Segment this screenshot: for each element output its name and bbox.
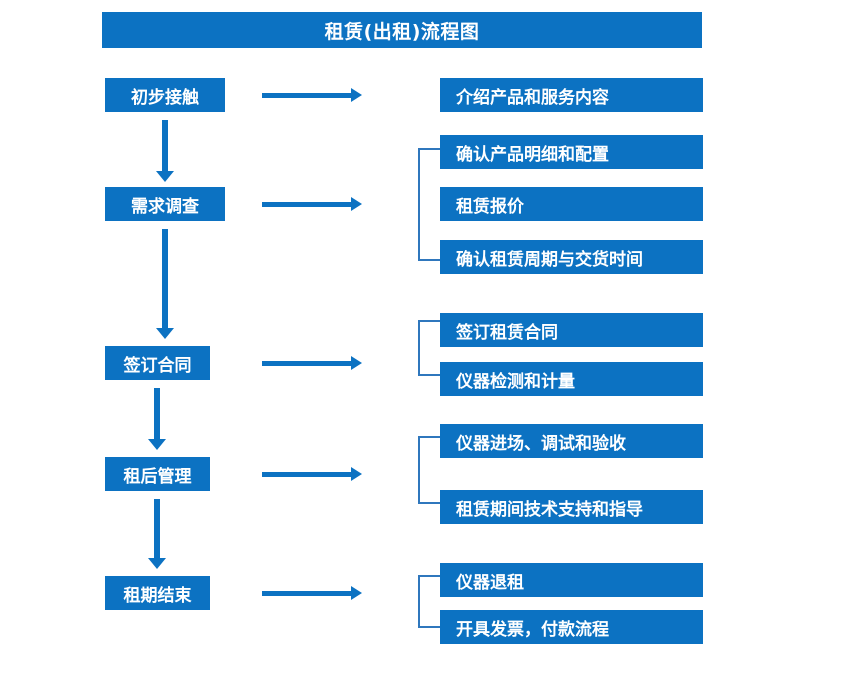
detail-box-8[interactable]: 租赁期间技术支持和指导 (440, 490, 703, 524)
flow-arrow-down-4 (148, 499, 166, 569)
detail-box-3[interactable]: 租赁报价 (440, 187, 703, 221)
detail-box-10[interactable]: 开具发票，付款流程 (440, 610, 703, 644)
flow-arrow-down-3 (148, 388, 166, 450)
flow-arrow-right-3 (262, 356, 362, 370)
bracket-connector-group-3 (418, 320, 440, 376)
stage-box-5[interactable]: 租期结束 (105, 576, 210, 610)
detail-box-7[interactable]: 仪器进场、调试和验收 (440, 424, 703, 458)
bracket-connector-group-2 (418, 148, 440, 261)
detail-box-1[interactable]: 介绍产品和服务内容 (440, 78, 703, 112)
flow-arrow-down-1 (156, 120, 174, 182)
stage-box-1[interactable]: 初步接触 (105, 78, 225, 112)
detail-box-4[interactable]: 确认租赁周期与交货时间 (440, 240, 703, 274)
detail-box-2[interactable]: 确认产品明细和配置 (440, 135, 703, 169)
detail-box-6[interactable]: 仪器检测和计量 (440, 362, 703, 396)
flow-arrow-right-1 (262, 88, 362, 102)
flow-arrow-right-4 (262, 467, 362, 481)
flow-arrow-right-2 (262, 197, 362, 211)
detail-box-5[interactable]: 签订租赁合同 (440, 313, 703, 347)
flow-arrow-right-5 (262, 586, 362, 600)
flow-arrow-down-2 (156, 229, 174, 339)
detail-box-9[interactable]: 仪器退租 (440, 563, 703, 597)
bracket-connector-group-4 (418, 436, 440, 504)
bracket-connector-group-5 (418, 575, 440, 628)
stage-box-4[interactable]: 租后管理 (105, 457, 210, 491)
stage-box-3[interactable]: 签订合同 (105, 346, 210, 380)
page-title: 租赁(出租)流程图 (102, 12, 702, 48)
stage-box-2[interactable]: 需求调查 (105, 187, 225, 221)
